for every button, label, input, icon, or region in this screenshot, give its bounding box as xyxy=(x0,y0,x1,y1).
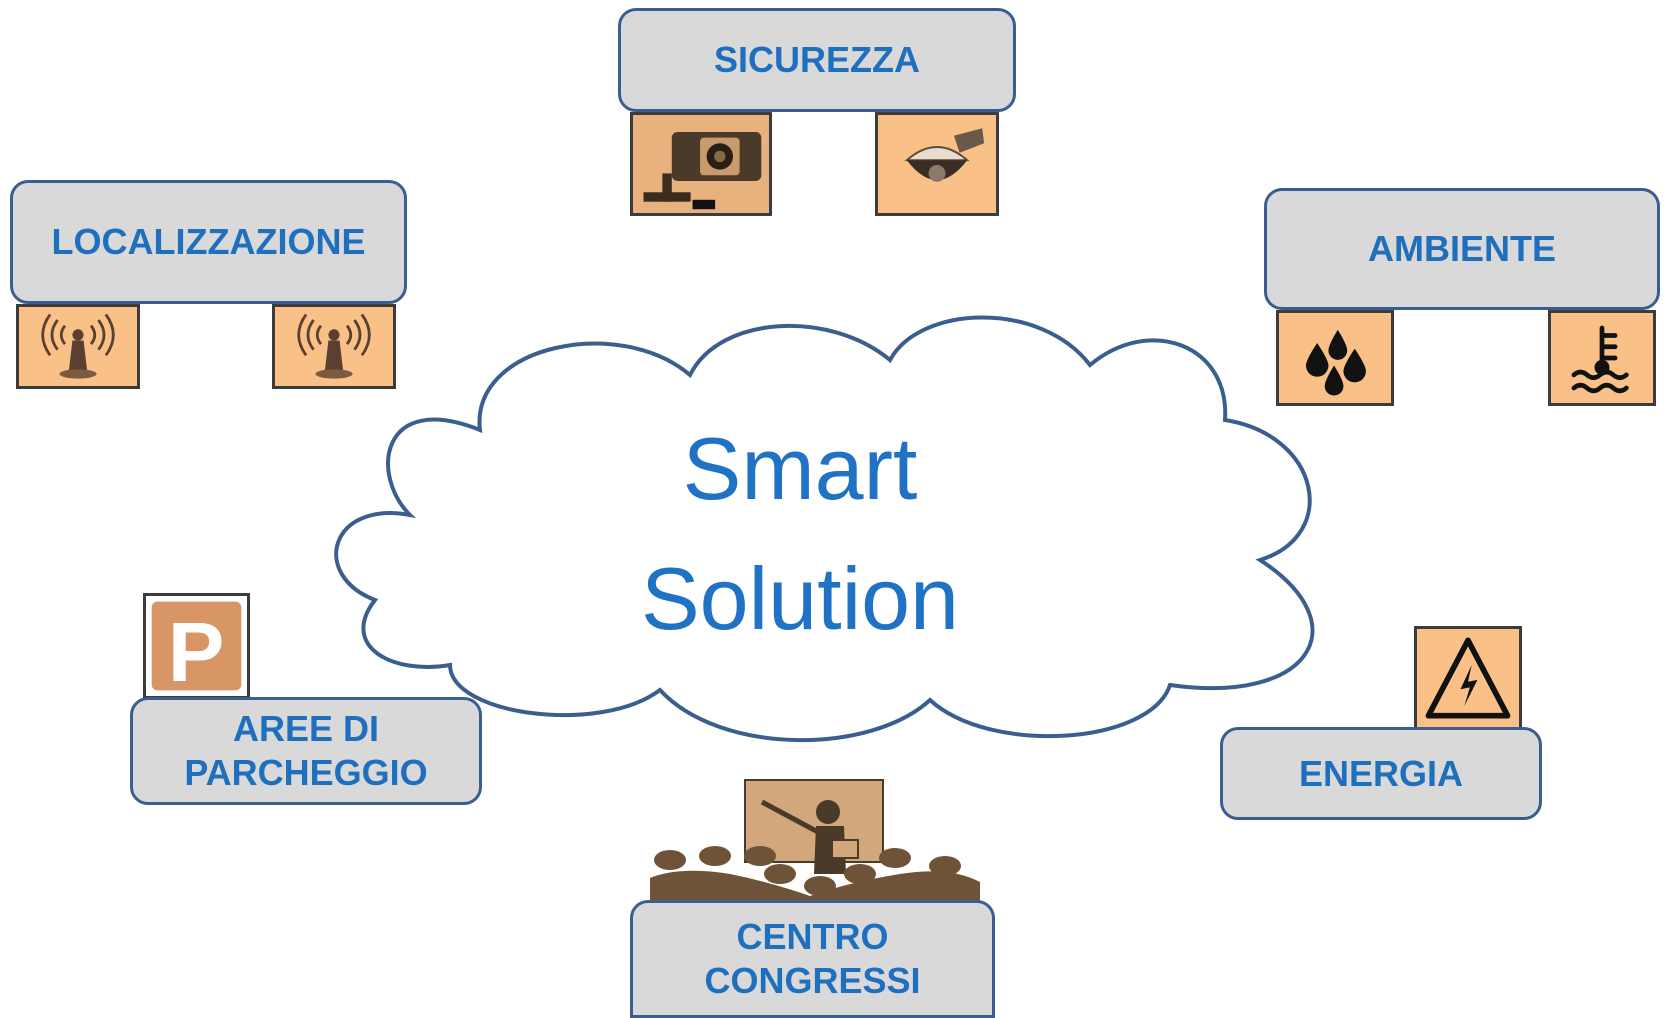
sicurezza-label: SICUREZZA xyxy=(618,8,1016,112)
parcheggio-label-line-2: PARCHEGGIO xyxy=(184,752,428,793)
wireless-antenna-icon xyxy=(16,304,140,389)
cloud-title-line-1: Smart xyxy=(682,419,918,518)
high-voltage-warning-icon xyxy=(1414,626,1522,730)
localizzazione-label: LOCALIZZAZIONE xyxy=(10,180,407,304)
ambiente-label: AMBIENTE xyxy=(1264,188,1660,310)
parcheggio-label: AREE DI PARCHEGGIO xyxy=(130,697,482,805)
parking-sign-icon: P xyxy=(143,593,250,699)
svg-text:P: P xyxy=(168,604,225,696)
wireless-antenna-icon xyxy=(272,304,396,389)
parcheggio-label-line-1: AREE DI xyxy=(232,708,380,750)
cloud-title-line-2: Solution xyxy=(640,549,959,648)
energia-label-text: ENERGIA xyxy=(1298,752,1464,794)
dome-camera-icon xyxy=(875,112,999,216)
water-temperature-icon xyxy=(1548,310,1656,406)
congressi-label: CENTRO CONGRESSI xyxy=(630,900,995,1018)
presenter-audience-icon xyxy=(650,779,980,906)
congressi-label-line-1: CENTRO xyxy=(736,916,889,958)
cloud-shape xyxy=(334,315,1315,742)
sicurezza-label-text: SICUREZZA xyxy=(714,39,920,81)
energia-label: ENERGIA xyxy=(1220,727,1542,820)
ambiente-label-text: AMBIENTE xyxy=(1368,228,1556,270)
security-camera-icon xyxy=(630,112,772,216)
localizzazione-label-text: LOCALIZZAZIONE xyxy=(51,221,366,263)
congressi-label-line-2: CONGRESSI xyxy=(704,960,921,1001)
water-drops-icon xyxy=(1276,310,1394,406)
